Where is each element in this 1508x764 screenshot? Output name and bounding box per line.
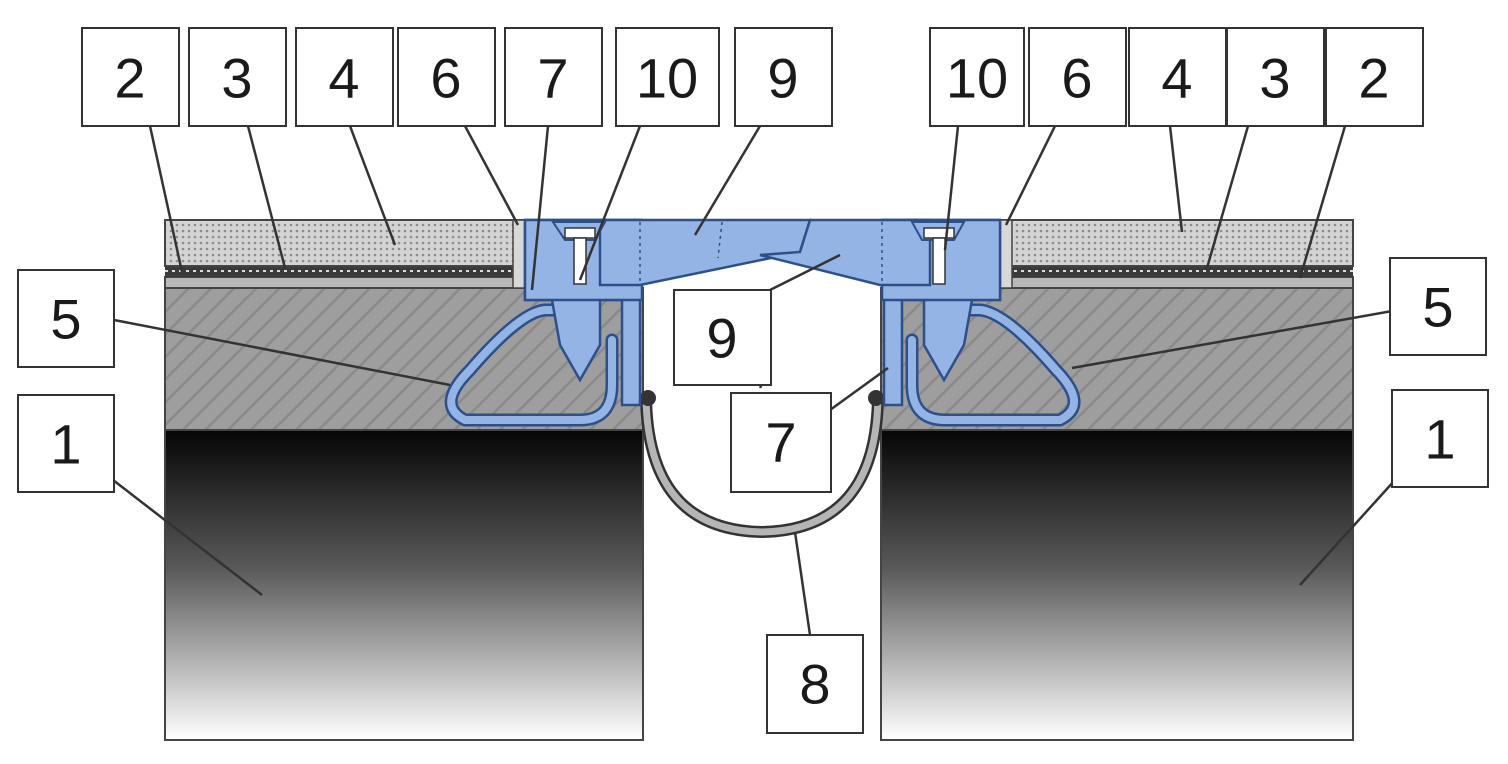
right-concrete-slab (880, 429, 1354, 741)
right-leveling-layer (999, 276, 1354, 289)
label-text: 10 (946, 47, 1008, 110)
label-text: 1 (1424, 408, 1455, 471)
left-membrane (165, 266, 525, 277)
right-structure (880, 219, 1354, 741)
label-text: 3 (221, 47, 252, 110)
label-center-7: 7 (730, 392, 832, 493)
label-text: 4 (1161, 47, 1192, 110)
label-top-left-3: 3 (188, 27, 287, 127)
left-structure (164, 219, 644, 741)
leader-lines (112, 125, 1399, 636)
label-top-right-4: 4 (1128, 27, 1227, 127)
label-top-right-6: 6 (1028, 27, 1127, 127)
left-concrete-slab (164, 429, 644, 741)
right-sealant-strip (999, 219, 1013, 289)
left-asphalt-layer (164, 219, 526, 267)
label-text: 2 (114, 47, 145, 110)
label-top-left-6: 6 (397, 27, 496, 127)
label-text: 7 (765, 411, 796, 474)
label-text: 10 (636, 47, 698, 110)
label-right-5: 5 (1389, 257, 1487, 356)
label-left-5: 5 (17, 269, 115, 368)
right-anchor-loop (905, 303, 1081, 427)
right-asphalt-layer (999, 219, 1354, 267)
left-cover-plate (598, 218, 812, 287)
label-text: 1 (50, 413, 81, 476)
label-text: 5 (50, 288, 81, 351)
left-leveling-layer (164, 276, 526, 289)
label-top-left-10: 10 (615, 27, 720, 127)
left-sealant-strip (512, 219, 526, 289)
label-text: 6 (1061, 47, 1092, 110)
label-text: 6 (430, 47, 461, 110)
label-text: 2 (1358, 47, 1389, 110)
label-top-right-2: 2 (1325, 27, 1424, 127)
label-bottom-8: 8 (766, 634, 864, 734)
label-text: 7 (537, 47, 568, 110)
label-text: 4 (328, 47, 359, 110)
label-text: 8 (799, 653, 830, 716)
label-top-right-10: 10 (929, 27, 1025, 127)
left-anchor-loop (444, 303, 619, 427)
label-top-left-2: 2 (81, 27, 180, 127)
label-top-left-9: 9 (734, 27, 833, 127)
label-top-left-4: 4 (295, 27, 394, 127)
right-bolt (910, 221, 966, 285)
label-text: 5 (1422, 276, 1453, 339)
label-text: 9 (767, 47, 798, 110)
label-left-1: 1 (17, 394, 115, 493)
label-center-9: 9 (673, 289, 772, 386)
label-top-left-7: 7 (504, 27, 603, 127)
label-text: 3 (1259, 47, 1290, 110)
label-right-1: 1 (1391, 389, 1489, 488)
right-cover-plate (759, 218, 932, 287)
left-bolt (551, 221, 607, 285)
label-top-right-3: 3 (1226, 27, 1325, 127)
label-text: 9 (706, 307, 737, 370)
